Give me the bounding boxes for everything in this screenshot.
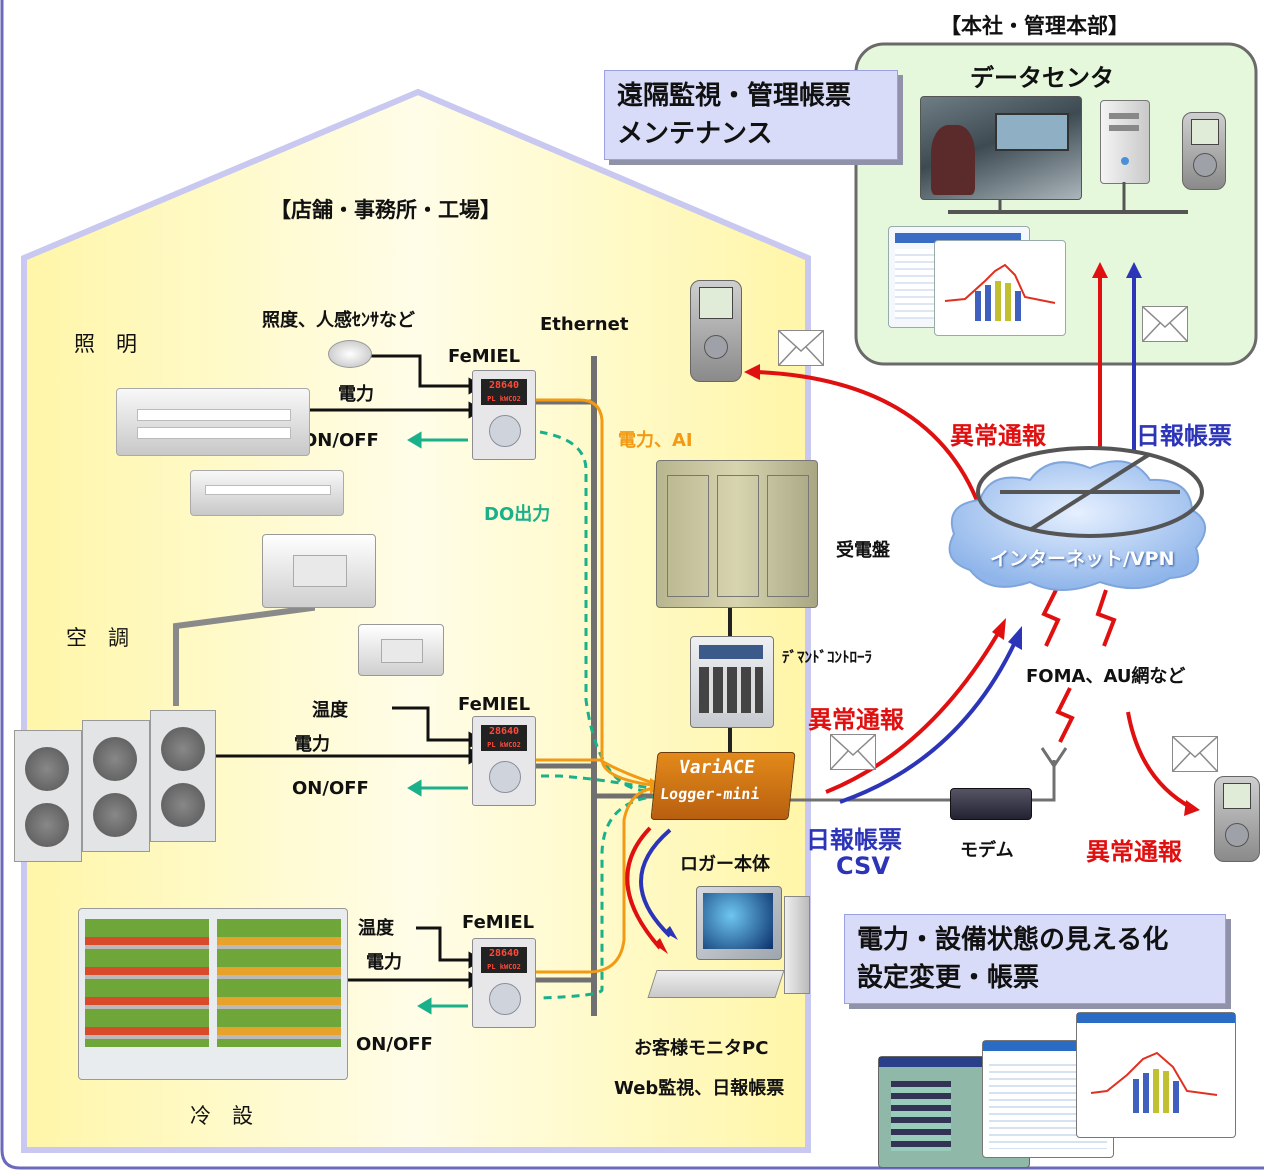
daily-report-label-logger: 日報帳票	[806, 826, 902, 854]
screenshot-chart	[1076, 1012, 1236, 1138]
customer-pc-desc: Web監視、日報帳票	[614, 1078, 785, 1099]
lighting-label: 照 明	[74, 332, 137, 356]
ac-onoff-label: ON/OFF	[292, 778, 369, 799]
lighting-onoff-label: ON/OFF	[302, 430, 379, 451]
refrigerated-showcase	[78, 908, 348, 1080]
envelope-icon-remote	[1172, 736, 1218, 772]
femiel-device-2: 28640 PL kWCO2	[472, 716, 536, 806]
ac-indoor-unit-1	[262, 534, 376, 608]
light-fixture-1	[116, 388, 310, 456]
visual-box-line1: 電力・設備状態の見える化	[857, 925, 1169, 955]
femiel-label-1: FeMIEL	[448, 346, 521, 367]
logger-model: Logger-mini	[659, 785, 761, 803]
operator-photo	[920, 96, 1082, 200]
alert-label-hq: 異常通報	[950, 422, 1046, 450]
femiel-label-2: FeMIEL	[458, 694, 531, 715]
femiel-display-2: 28640	[488, 726, 520, 737]
site-title: 【店舗・事務所・工場】	[270, 198, 501, 222]
datacenter-label: データセンタ	[970, 64, 1114, 92]
light-fixture-2	[190, 470, 344, 516]
alert-label-remote-phone: 異常通報	[1086, 838, 1182, 866]
lighting-power-label: 電力	[338, 384, 374, 405]
ac-power-label: 電力	[294, 734, 330, 755]
femiel-label-3: FeMIEL	[462, 912, 535, 933]
refrig-onoff-label: ON/OFF	[356, 1034, 433, 1055]
visualization-box: 電力・設備状態の見える化 設定変更・帳票	[844, 914, 1226, 1004]
remote-box-line2: メンテナンス	[617, 119, 773, 149]
ac-indoor-unit-2	[358, 624, 444, 676]
hq-title: 【本社・管理本部】	[940, 14, 1129, 38]
customer-pc	[647, 886, 812, 1010]
switchboard-label: 受電盤	[836, 540, 890, 561]
customer-pc-label: お客様モニタPC	[634, 1038, 769, 1059]
site-phone-icon	[690, 280, 742, 382]
switchboard	[656, 460, 818, 608]
envelope-icon-logger	[830, 734, 876, 770]
ethernet-label: Ethernet	[540, 314, 629, 335]
remote-box-line1: 遠隔監視・管理帳票	[617, 81, 852, 111]
power-ai-label: 電力、AI	[618, 430, 693, 451]
refrig-power-label: 電力	[366, 952, 402, 973]
demand-controller	[690, 636, 774, 728]
mobile-network-label: FOMA、AU網など	[1026, 666, 1186, 687]
logger-name: VariACE	[677, 757, 756, 778]
cloud-label: インターネット/VPN	[990, 548, 1175, 570]
femiel-display-3: 28640	[488, 948, 520, 959]
visual-box-line2: 設定変更・帳票	[857, 963, 1040, 993]
ac-label: 空 調	[66, 626, 129, 650]
hq-phone-icon	[1182, 112, 1226, 190]
envelope-icon-hq	[1142, 306, 1188, 342]
lighting-sensor-label: 照度、人感ｾﾝｻなど	[262, 310, 415, 331]
logger-caption: ロガー本体	[680, 854, 770, 875]
alert-label-logger: 異常通報	[808, 706, 904, 734]
remote-phone-icon	[1214, 776, 1260, 862]
internet-cloud	[948, 446, 1206, 591]
remote-monitoring-box: 遠隔監視・管理帳票 メンテナンス	[604, 70, 898, 160]
modem-label: モデム	[960, 840, 1014, 861]
server-icon	[1100, 100, 1150, 184]
ac-outdoor-units	[14, 710, 216, 862]
chart-screenshot	[934, 240, 1066, 336]
sensor-icon	[328, 340, 372, 368]
femiel-device-1: 28640 PL kWCO2	[472, 370, 536, 460]
envelope-icon-1	[778, 330, 824, 366]
logger-device: VariACE Logger-mini	[650, 752, 796, 820]
ac-temp-label: 温度	[312, 700, 348, 721]
refrig-temp-label: 温度	[358, 918, 394, 939]
daily-report-label-hq: 日報帳票	[1136, 422, 1232, 450]
demand-label: ﾃﾞﾏﾝﾄﾞｺﾝﾄﾛｰﾗ	[782, 648, 873, 666]
femiel-display-1: 28640	[488, 380, 520, 391]
do-output-label: DO出力	[484, 504, 551, 525]
femiel-display-sub-3: PL kWCO2	[487, 963, 521, 971]
refrig-label: 冷 設	[190, 1104, 253, 1128]
femiel-device-3: 28640 PL kWCO2	[472, 938, 536, 1028]
csv-label: CSV	[836, 852, 890, 880]
femiel-display-sub-2: PL kWCO2	[487, 741, 521, 749]
femiel-display-sub-1: PL kWCO2	[487, 395, 521, 403]
modem-device	[950, 788, 1032, 820]
